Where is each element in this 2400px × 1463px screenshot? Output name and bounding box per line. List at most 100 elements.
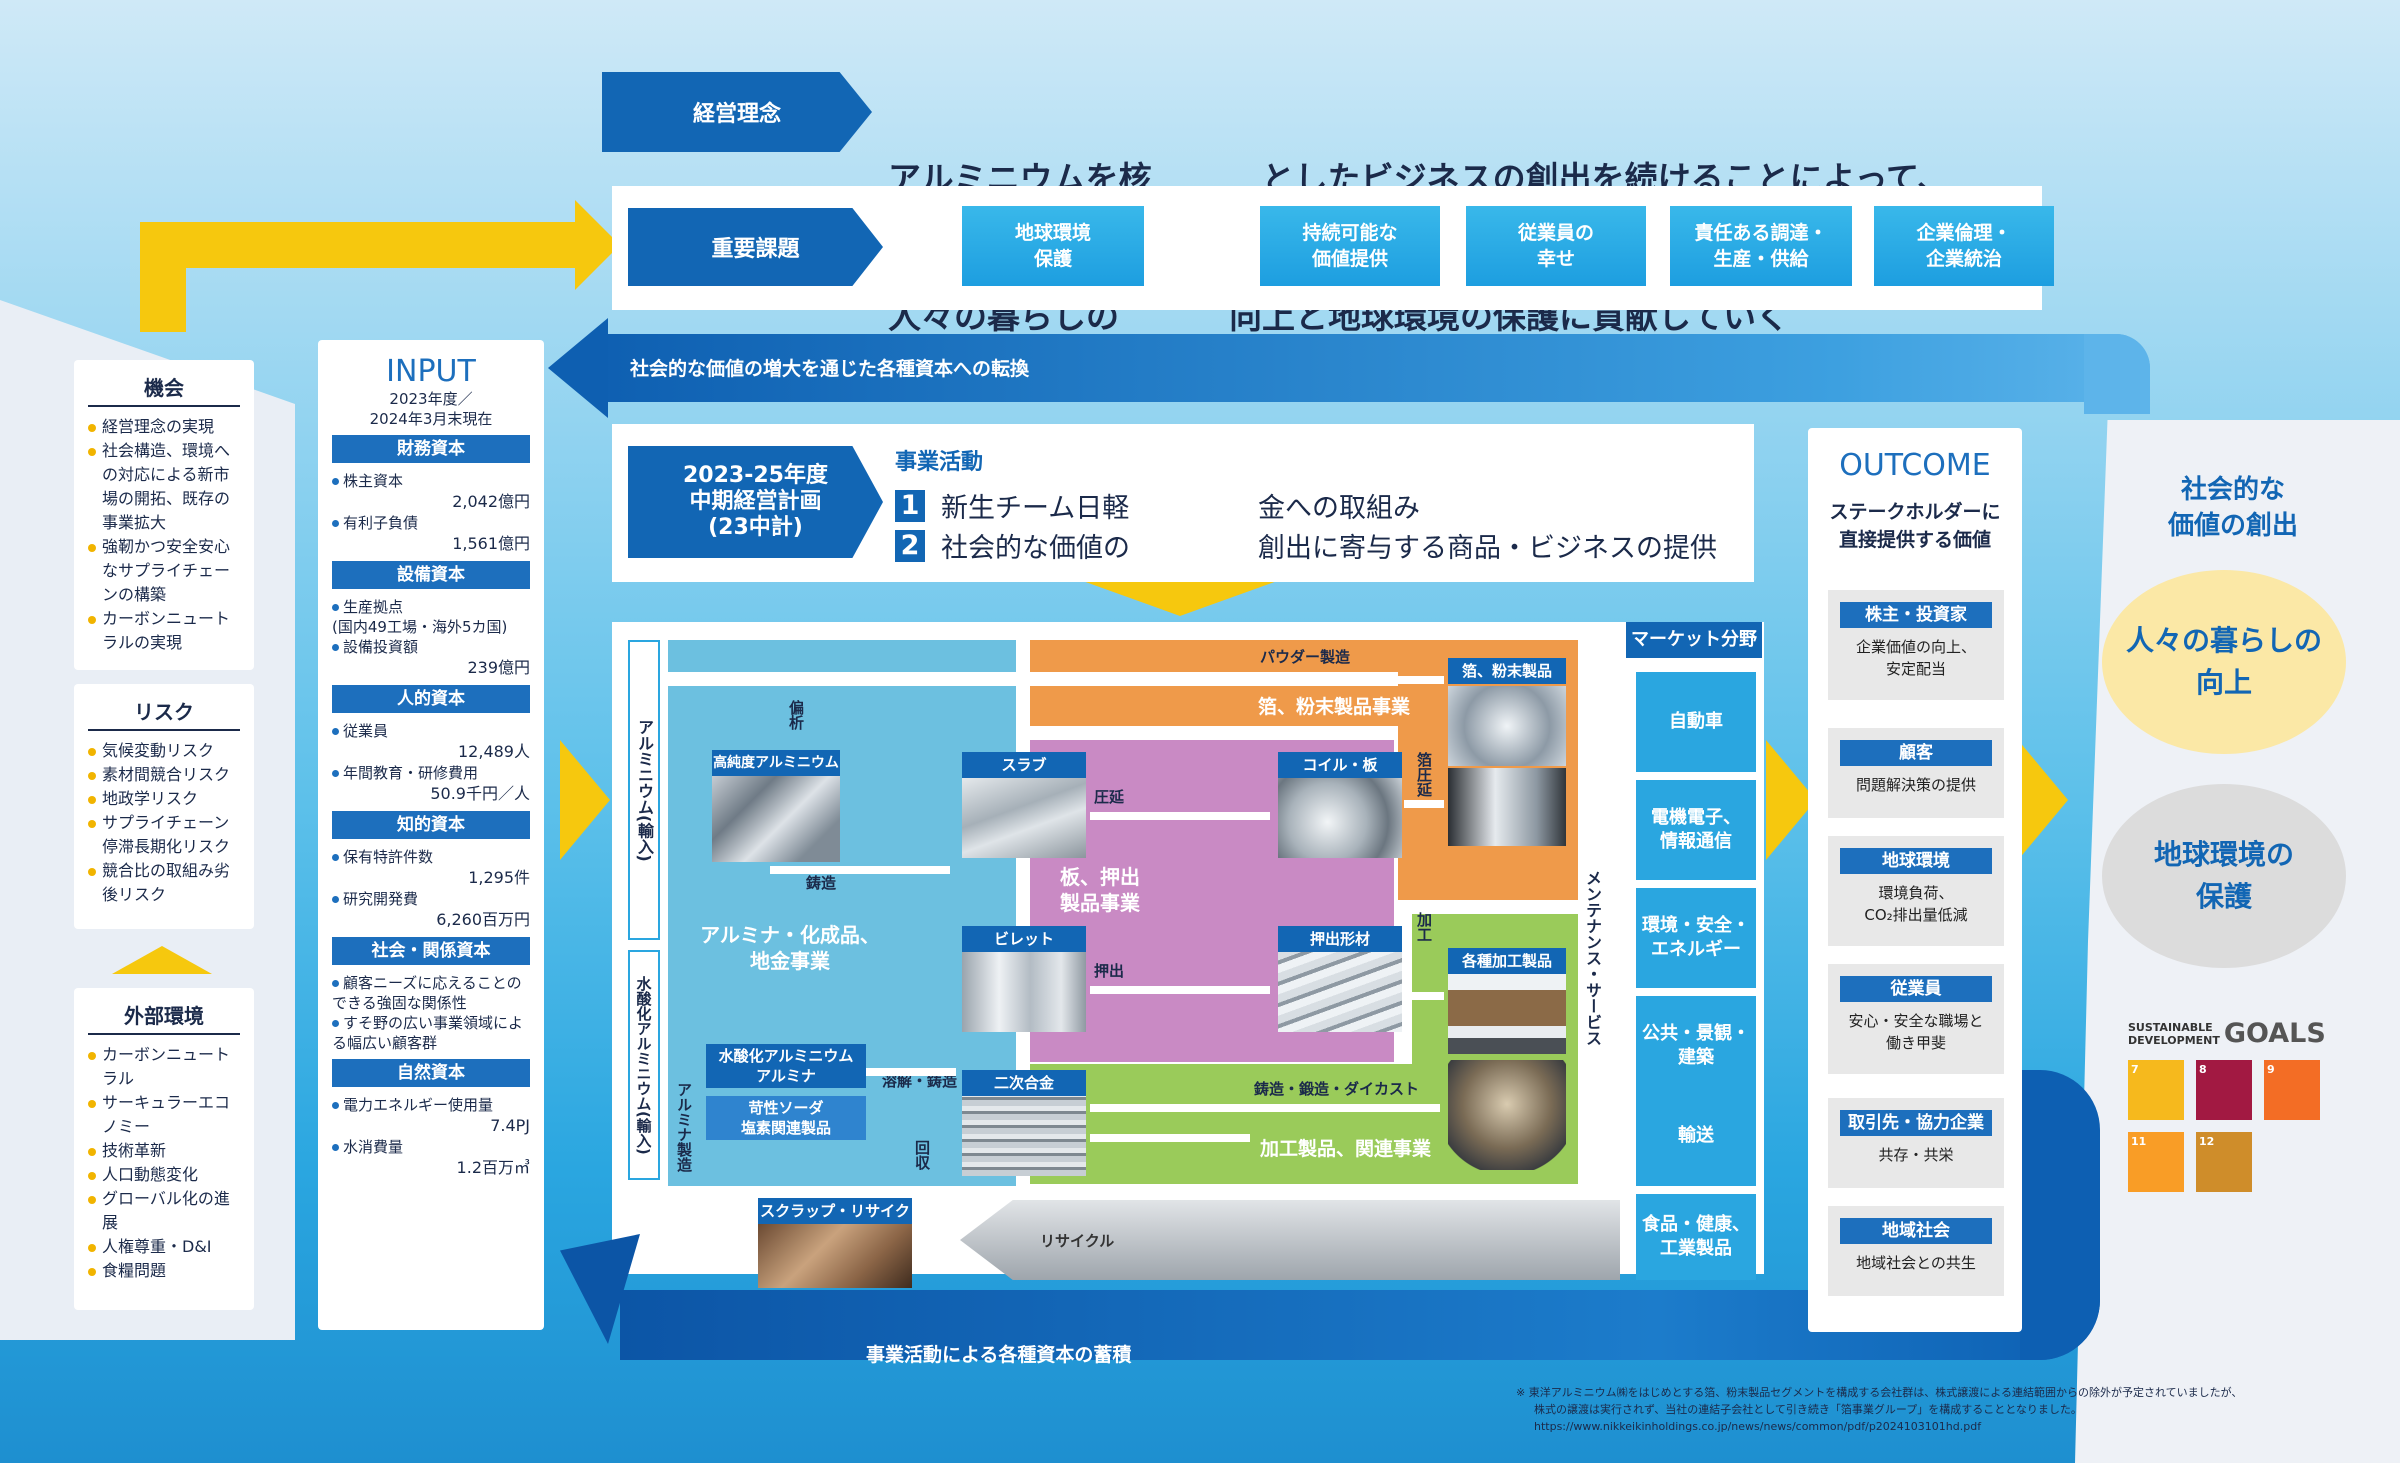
plan-number: 1 — [895, 489, 925, 522]
issue-earth: 地球環境 保護 — [962, 206, 1144, 286]
capital-item: すそ野の広い事業領域による幅広い顧客群 — [332, 1014, 524, 1052]
extruded-label: 押出形材 — [1278, 926, 1402, 952]
capital-item: 設備投資額 — [332, 637, 530, 657]
capital-head: 社会・関係資本 — [332, 937, 530, 965]
list-item: グローバル化の進展 — [88, 1187, 240, 1235]
input-title: INPUT — [386, 354, 476, 389]
outcome-community: 地域社会地域社会との共生 — [1828, 1206, 2004, 1296]
market-energy: 環境・安全・ エネルギー — [1636, 888, 1756, 988]
capital-value: 1,561億円 — [452, 534, 530, 553]
foil-photo — [1448, 686, 1566, 766]
outcome-partners: 取引先・協力企業共存・共栄 — [1828, 1098, 2004, 1188]
sdg-7-icon: 7 — [2128, 1060, 2184, 1120]
zone-alumina — [668, 640, 1016, 672]
hp-al-photo — [712, 776, 840, 862]
plan-label: 2023-25年度 中期経営計画 (23中計) — [628, 446, 883, 558]
capital-value: 1.2百万㎥ — [456, 1158, 530, 1177]
refine-label: 偏析 — [787, 700, 805, 730]
capital-financial: 財務資本 株主資本 2,042億円 有利子負債 1,561億円 — [332, 435, 530, 555]
secondary-photo — [962, 1096, 1086, 1176]
capital-equipment: 設備資本 生産拠点 (国内49工場・海外5カ国) 設備投資額 239億円 — [332, 561, 530, 679]
capital-value: 7.4PJ — [490, 1116, 530, 1135]
social-circle-life: 人々の暮らしの 向上 — [2102, 570, 2346, 754]
capital-item: 株主資本 — [332, 471, 530, 491]
recycle-label: リサイクル — [1040, 1232, 1115, 1250]
side-al-import: アルミニウム(輸入) — [628, 640, 660, 940]
capital-head: 財務資本 — [332, 435, 530, 463]
social-circle-earth: 地球環境の 保護 — [2102, 784, 2346, 968]
top-arrow-text: 社会的な価値の増大を通じた各種資本への転換 — [630, 358, 1030, 380]
melt-label: 溶解・鋳造 — [882, 1072, 958, 1090]
input-panel: INPUT 2023年度／ 2024年3月末現在 財務資本 株主資本 2,042… — [318, 340, 544, 1330]
risk-list: 気候変動リスク 素材間競合リスク 地政学リスク サプライチェーン停滞長期化リスク… — [88, 739, 240, 907]
capital-human: 人的資本 従業員 12,489人 年間教育・研修費用 50.9千円／人 — [332, 685, 530, 805]
capital-item: 電力エネルギー使用量 — [332, 1095, 530, 1115]
plate-biz-label: 板、押出 製品事業 — [1060, 865, 1140, 915]
secondary-label: 二次合金 — [962, 1070, 1086, 1096]
outcome-shareholders: 株主・投資家企業価値の向上、 安定配当 — [1828, 590, 2004, 700]
list-item: 社会構造、環境への対応による新市場の開拓、既存の事業拡大 — [88, 439, 240, 535]
bottom-blue-arrow-up — [2020, 1070, 2100, 1360]
soda-label: 苛性ソーダ 塩素関連製品 — [706, 1096, 866, 1140]
arrow-extrusion — [1090, 986, 1270, 994]
foil-prod-label: 箔、粉末製品 — [1448, 658, 1566, 684]
fab-biz-label: 加工製品、関連事業 — [1260, 1138, 1432, 1160]
capital-head: 人的資本 — [332, 685, 530, 713]
opportunity-list: 経営理念の実現 社会構造、環境への対応による新市場の開拓、既存の事業拡大 強靭か… — [88, 415, 240, 655]
capital-social: 社会・関係資本 顧客ニーズに応えることのできる強固な関係性 すそ野の広い事業領域… — [332, 937, 530, 1053]
top-blue-arrow-head — [548, 318, 608, 418]
arrow-rolling — [1090, 812, 1270, 820]
list-item: 地政学リスク — [88, 787, 240, 811]
footnote-line: 株式の譲渡は実行されず、当社の連結子会社として引き続き「箔事業グループ」を構成す… — [1534, 1403, 2082, 1416]
capital-item: 研究開発費 — [332, 889, 530, 909]
social-title: 社会的な 価値の創出 — [2167, 475, 2298, 541]
sdgs-logo-goals: GOALS — [2223, 1018, 2326, 1049]
yellow-down-chevron — [1080, 580, 1280, 616]
sdg-8-icon: 8 — [2196, 1060, 2252, 1120]
issues-label: 重要課題 — [628, 208, 883, 286]
process-label: 加工 — [1415, 912, 1433, 942]
issue-sustainable: 持続可能な 価値提供 — [1260, 206, 1440, 286]
alumina-biz-label: アルミナ・化成品、 地金事業 — [700, 923, 880, 973]
list-item: 経営理念の実現 — [88, 415, 240, 439]
opportunity-panel: 機会 経営理念の実現 社会構造、環境への対応による新市場の開拓、既存の事業拡大 … — [74, 360, 254, 670]
hydroxide-label: 水酸化アルミニウム アルミナ — [706, 1044, 866, 1088]
coil-label: コイル・板 — [1278, 752, 1402, 778]
outcome-subtitle: ステークホルダーに 直接提供する価値 — [1829, 501, 2001, 551]
external-list: カーボンニュートラル サーキュラーエコノミー 技術革新 人口動態変化 グローバル… — [88, 1043, 240, 1283]
bottom-arrow-text: 事業活動による各種資本の蓄積 — [866, 1344, 1132, 1366]
capital-item: 従業員 — [332, 721, 530, 741]
arrow-casting — [770, 866, 950, 874]
plan-title: 事業活動 — [895, 450, 984, 475]
issue-ethics: 企業倫理・ 企業統治 — [1874, 206, 2054, 286]
slab-photo — [962, 778, 1086, 858]
footnote: ※ 東洋アルミニウム㈱をはじめとする箔、粉末製品セグメントを構成する会社群は、株… — [1516, 1384, 2242, 1435]
capital-item: 顧客ニーズに応えることのできる強固な関係性 — [332, 974, 522, 1012]
list-item: サーキュラーエコノミー — [88, 1091, 240, 1139]
outcome-environment: 地球環境環境負荷、 CO₂排出量低減 — [1828, 836, 2004, 946]
capital-head: 知的資本 — [332, 811, 530, 839]
capital-value: 6,260百万円 — [436, 910, 530, 929]
recover-label: 回収 — [913, 1140, 931, 1170]
powder-label: パウダー製造 — [1260, 648, 1351, 666]
yellow-chevron-3 — [2018, 740, 2068, 860]
arrow-forging — [1090, 1104, 1440, 1112]
list-item: カーボンニュートラル — [88, 1043, 240, 1091]
capital-value: 2,042億円 — [452, 492, 530, 511]
arrow-powder — [1030, 676, 1444, 684]
arrow-alumina — [866, 1068, 956, 1076]
sdg-12-icon: 12 — [2196, 1132, 2252, 1192]
capital-value: 12,489人 — [458, 742, 530, 761]
market-auto: 自動車 — [1636, 672, 1756, 772]
market-electronics: 電機電子、 情報通信 — [1636, 780, 1756, 880]
foil-roll-label: 箔圧延 — [1415, 752, 1433, 797]
list-item: 素材間競合リスク — [88, 763, 240, 787]
rolling-label: 圧延 — [1094, 788, 1125, 806]
maint-label: メンテナンス・サービス — [1583, 870, 1602, 1046]
yellow-arrow-shaft — [140, 222, 580, 268]
billet-label: ビレット — [962, 926, 1086, 952]
top-blue-arrow-down — [2084, 334, 2150, 414]
capital-head: 設備資本 — [332, 561, 530, 589]
market-food: 食品・健康、 工業製品 — [1636, 1194, 1756, 1280]
truck-photo — [1448, 974, 1566, 1054]
